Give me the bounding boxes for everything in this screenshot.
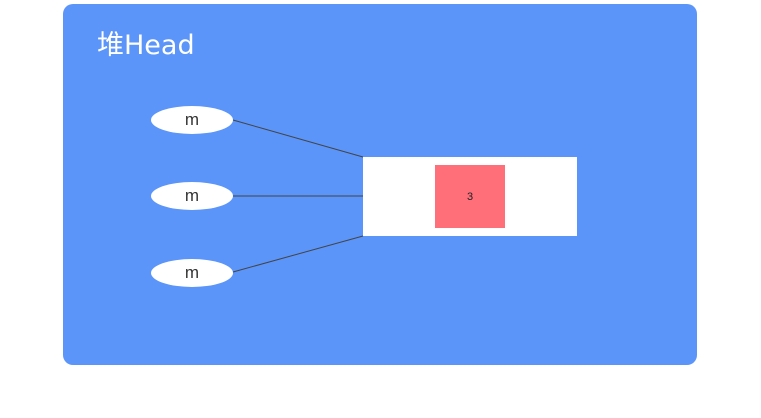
heap-title: 堆Head (97, 30, 195, 61)
reference-node-1: m (151, 106, 233, 134)
object-box: 3 (363, 157, 577, 236)
object-cell: 3 (435, 165, 505, 228)
heap-panel: 堆Head m m m 3 (63, 4, 697, 365)
connector-line-1 (232, 119, 364, 158)
reference-node-3: m (151, 259, 233, 287)
connector-line-3 (232, 235, 364, 273)
reference-node-2: m (151, 182, 233, 210)
connector-layer (232, 119, 364, 273)
